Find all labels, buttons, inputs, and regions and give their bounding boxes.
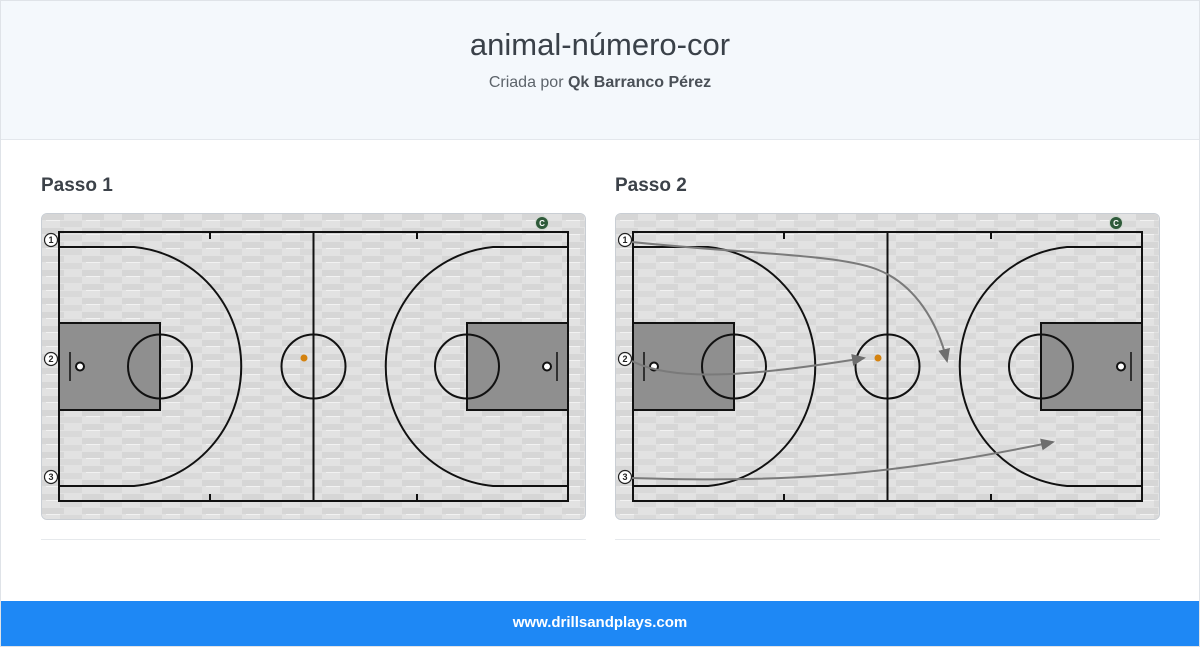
created-by-label: Criada por: [488, 74, 564, 91]
coach-marker: C: [535, 216, 549, 230]
svg-text:1: 1: [622, 235, 627, 245]
player-2-marker[interactable]: 2: [617, 351, 633, 367]
svg-text:C: C: [1113, 219, 1119, 228]
player-1-marker[interactable]: 1: [43, 232, 59, 248]
step-1-panel: Passo 1: [41, 175, 586, 540]
player-3-marker[interactable]: 3: [43, 469, 59, 485]
svg-text:2: 2: [622, 354, 627, 364]
step-1-title: Passo 1: [41, 175, 113, 196]
player-3-marker[interactable]: 3: [617, 469, 633, 485]
step-2-title: Passo 2: [615, 175, 687, 196]
step-2-panel: Passo 2: [615, 175, 1160, 540]
court-svg: C 1 2 3: [616, 214, 1159, 519]
player-1-marker[interactable]: 1: [617, 232, 633, 248]
page-footer: www.drillsandplays.com: [1, 601, 1199, 646]
author-byline: Criada por Qk Barranco Pérez: [1, 74, 1199, 92]
movement-arrow-player-2: [631, 354, 866, 376]
ball-icon: [874, 354, 882, 362]
svg-text:C: C: [539, 219, 545, 228]
page-title: animal-número-cor: [469, 27, 731, 62]
step-1-divider: [41, 539, 586, 540]
ball-icon: [300, 354, 308, 362]
step-1-court-diagram: C 1 2 3: [41, 213, 586, 520]
author-name: Qk Barranco Pérez: [567, 74, 712, 91]
step-2-divider: [615, 539, 1160, 540]
svg-text:2: 2: [48, 354, 53, 364]
coach-marker: C: [1109, 216, 1123, 230]
footer-site-link[interactable]: www.drillsandplays.com: [512, 614, 688, 631]
movement-arrow-player-1: [631, 241, 950, 363]
step-2-court-diagram: C 1 2 3: [615, 213, 1160, 520]
page-header: animal-número-cor Criada por Qk Barranco…: [1, 1, 1199, 140]
svg-text:1: 1: [48, 235, 53, 245]
court-svg: C 1 2 3: [42, 214, 585, 519]
player-2-marker[interactable]: 2: [43, 351, 59, 367]
svg-text:3: 3: [622, 472, 627, 482]
movement-arrow-player-3: [631, 438, 1055, 481]
svg-text:3: 3: [48, 472, 53, 482]
